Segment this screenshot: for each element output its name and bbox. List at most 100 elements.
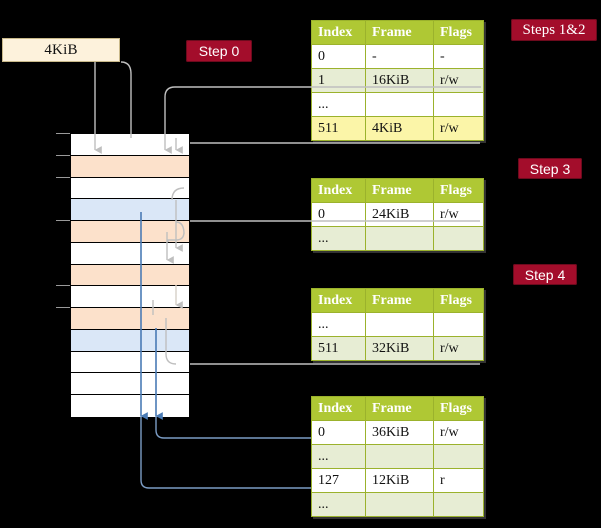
table-cell: 0 bbox=[311, 202, 366, 227]
table-header-flags: Flags bbox=[433, 20, 484, 45]
memory-frame-row bbox=[71, 177, 189, 200]
table-cell: 511 bbox=[311, 116, 366, 141]
table-cell bbox=[365, 226, 434, 251]
table-cell: 32KiB bbox=[365, 336, 434, 361]
table-row: ... bbox=[311, 226, 484, 251]
table-cell bbox=[433, 444, 484, 469]
table-header-flags: Flags bbox=[433, 288, 484, 313]
table-cell: ... bbox=[311, 312, 366, 337]
table-header-flags: Flags bbox=[433, 178, 484, 203]
table-cell: 16KiB bbox=[365, 68, 434, 93]
table-cell bbox=[433, 312, 484, 337]
memory-frame-row bbox=[71, 308, 189, 330]
table-header-index: Index bbox=[311, 178, 366, 203]
memory-tick bbox=[56, 155, 70, 156]
table-header-frame: Frame bbox=[365, 288, 434, 313]
table-row: ... bbox=[311, 444, 484, 469]
table-cell: r/w bbox=[433, 116, 484, 141]
table-cell: ... bbox=[311, 92, 366, 117]
cr3-page-label: 4KiB bbox=[44, 41, 78, 58]
table-row: 0-- bbox=[311, 44, 484, 69]
table-cell: 4KiB bbox=[365, 116, 434, 141]
table-cell: r/w bbox=[433, 202, 484, 227]
table-cell bbox=[433, 226, 484, 251]
table-cell: 24KiB bbox=[365, 202, 434, 227]
table-cell: - bbox=[433, 44, 484, 69]
badge-step3-label: Step 3 bbox=[529, 160, 571, 177]
physical-memory-column bbox=[70, 133, 190, 417]
table-cell bbox=[365, 92, 434, 117]
table-cell: 1 bbox=[311, 68, 366, 93]
table-row: ... bbox=[311, 492, 484, 517]
badge-step0: Step 0 bbox=[186, 40, 252, 62]
table-cell bbox=[365, 444, 434, 469]
memory-frame-row bbox=[71, 155, 189, 178]
table-cell: 0 bbox=[311, 420, 366, 445]
cr3-page-box: 4KiB bbox=[2, 38, 120, 62]
memory-frame-row bbox=[71, 134, 189, 156]
table-header-frame: Frame bbox=[365, 20, 434, 45]
badge-step4-label: Step 4 bbox=[524, 266, 566, 283]
table-header-index: Index bbox=[311, 396, 366, 421]
table-row: ... bbox=[311, 92, 484, 117]
memory-frame-row bbox=[71, 329, 189, 352]
memory-tick bbox=[56, 285, 70, 286]
table-cell: ... bbox=[311, 444, 366, 469]
table-cell: 12KiB bbox=[365, 468, 434, 493]
table-header-index: Index bbox=[311, 288, 366, 313]
memory-frame-row bbox=[71, 286, 189, 309]
table-cell: - bbox=[365, 44, 434, 69]
table-row: ... bbox=[311, 312, 484, 337]
table-cell: r/w bbox=[433, 420, 484, 445]
table-cell bbox=[433, 492, 484, 517]
memory-tick bbox=[56, 133, 70, 134]
badge-step4: Step 4 bbox=[513, 264, 577, 285]
table-cell: 36KiB bbox=[365, 420, 434, 445]
table-cell bbox=[365, 492, 434, 517]
badge-step3: Step 3 bbox=[518, 158, 582, 179]
memory-frame-row bbox=[71, 221, 189, 243]
table-cell: r/w bbox=[433, 336, 484, 361]
memory-frame-row bbox=[71, 351, 189, 374]
table-cell: ... bbox=[311, 226, 366, 251]
table-cell: 127 bbox=[311, 468, 366, 493]
table-cell: r bbox=[433, 468, 484, 493]
wire-blue-upper bbox=[155, 416, 311, 439]
wire-blue-lower bbox=[140, 416, 311, 489]
badge-steps12: Steps 1&2 bbox=[511, 19, 597, 41]
memory-frame-row bbox=[71, 264, 189, 287]
memory-frame-row bbox=[71, 373, 189, 396]
table-cell: ... bbox=[311, 492, 366, 517]
table-cell: 0 bbox=[311, 44, 366, 69]
memory-tick bbox=[56, 307, 70, 308]
table-header-flags: Flags bbox=[433, 396, 484, 421]
memory-frame-row bbox=[71, 199, 189, 222]
badge-steps12-label: Steps 1&2 bbox=[522, 21, 586, 38]
table-header-index: Index bbox=[311, 20, 366, 45]
table-cell bbox=[433, 92, 484, 117]
table-cell bbox=[365, 312, 434, 337]
table-header-frame: Frame bbox=[365, 178, 434, 203]
memory-tick bbox=[56, 177, 70, 178]
memory-frame-row bbox=[71, 395, 189, 417]
badge-step0-label: Step 0 bbox=[198, 43, 240, 59]
table-cell: 511 bbox=[311, 336, 366, 361]
memory-tick bbox=[56, 220, 70, 221]
memory-frame-row bbox=[71, 242, 189, 265]
table-cell: r/w bbox=[433, 68, 484, 93]
